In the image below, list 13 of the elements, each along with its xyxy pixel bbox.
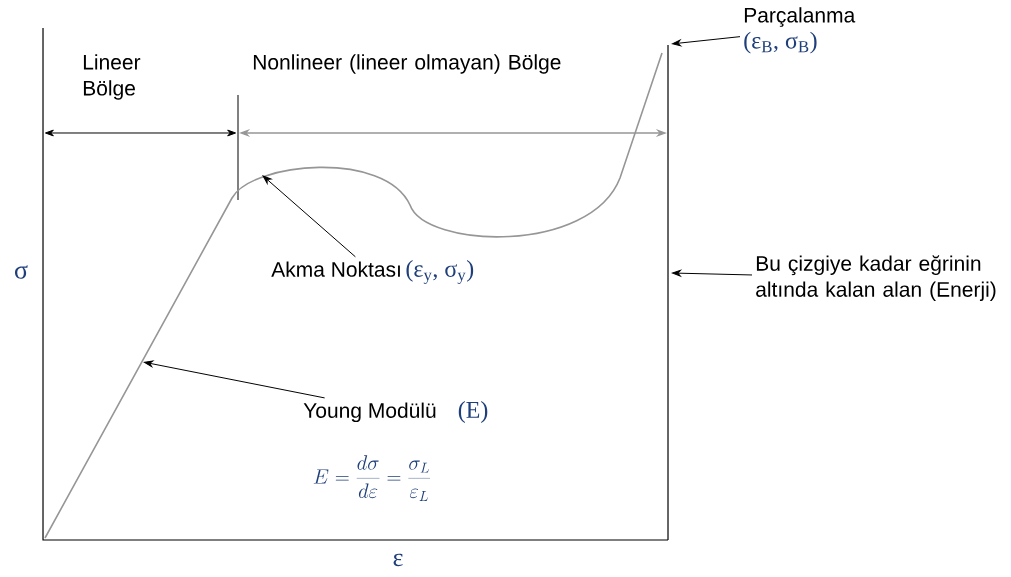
region-label: Lineer Bölge (83, 54, 141, 100)
leader-line (671, 269, 753, 277)
formula: $E = \frac{d\sigma}{d\varepsilon} = \frac{\sigma_L}{\varepsilon_L}$ (313, 455, 430, 501)
annotation-text: Akma Noktası (ε$_{y}$, σ$_{y}$) (271, 260, 474, 284)
annotation-text: Bu çizgiye kadar eğrinin altında kalan alan (Enerji) (756, 255, 996, 302)
annotation-text: Young Modülü (E) (303, 401, 488, 423)
region-label: Nonlineer (lineer olmayan) Bölge (253, 54, 561, 74)
annotation-text: Parçalanma (ε$_{B}$, σ$_{B}$) (744, 7, 856, 54)
leader-line (671, 36, 741, 47)
axis-label: σ (15, 265, 28, 279)
axis-label: ε (393, 553, 403, 567)
leader-line (143, 360, 326, 399)
leader-line (262, 175, 356, 258)
